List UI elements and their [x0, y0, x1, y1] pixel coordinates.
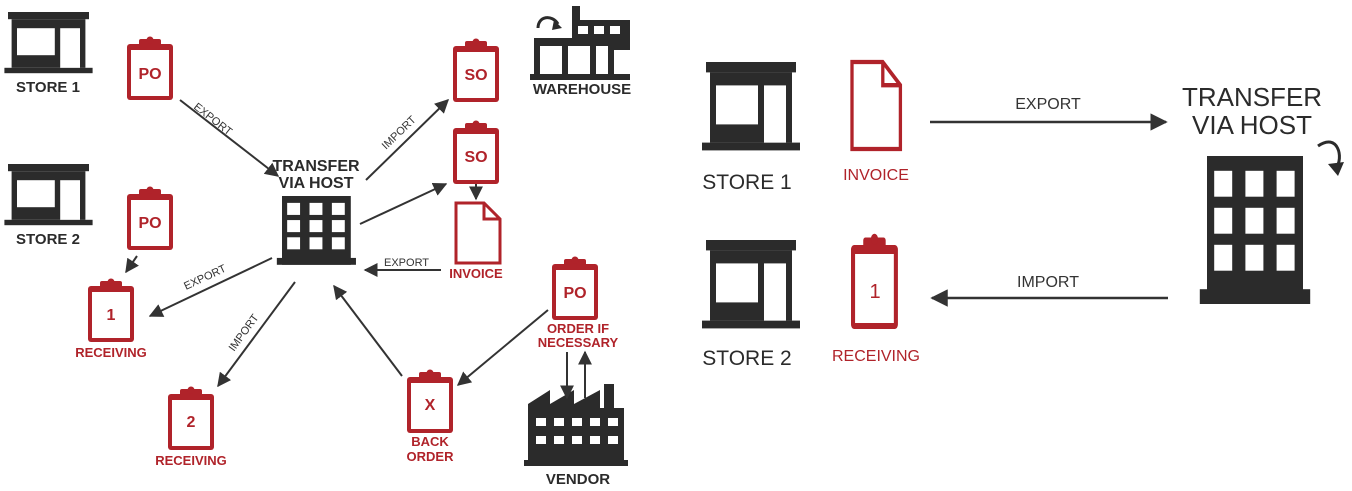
store-2-label: STORE 2	[16, 231, 80, 248]
arrow-host-to-so	[365, 99, 450, 181]
invoice-label: INVOICE	[449, 266, 503, 281]
backorder-mark: X	[425, 397, 436, 414]
right-receiving-number: 1	[869, 281, 880, 303]
rotate-arrow-icon	[1317, 140, 1344, 176]
right-store-1-label: STORE 1	[702, 171, 791, 194]
host-building-icon	[1199, 156, 1311, 304]
back-label-line-2: ORDER	[407, 449, 455, 464]
vendor-factory-icon	[524, 384, 628, 466]
receiving-2-label: RECEIVING	[155, 453, 227, 468]
host-building-icon	[276, 196, 356, 265]
right-host-label-line-1: TRANSFER	[1182, 82, 1322, 112]
right-diagram: STORE 1 STORE 2 INVOICE 1 RECEIVING TRAN…	[702, 62, 1344, 370]
receiving-1-label: RECEIVING	[75, 345, 147, 360]
back-label-line-1: BACK	[411, 434, 449, 449]
receiving-1-number: 1	[107, 307, 116, 324]
right-receiving-label: RECEIVING	[832, 348, 920, 365]
store-1-icon	[4, 12, 93, 74]
so-2-text: SO	[464, 149, 487, 166]
order-label-line-2: NECESSARY	[538, 335, 619, 350]
store-1-label: STORE 1	[16, 79, 80, 96]
vendor-label: VENDOR	[546, 471, 610, 488]
right-import-label: IMPORT	[1017, 274, 1079, 291]
po-3-text: PO	[563, 285, 586, 302]
store-2-icon	[4, 164, 93, 226]
right-host-label-line-2: VIA HOST	[1192, 110, 1312, 140]
receiving-2-number: 2	[187, 414, 196, 431]
store-2-icon	[702, 240, 800, 329]
so-1-text: SO	[464, 67, 487, 84]
right-export-label: EXPORT	[1015, 96, 1081, 113]
store-1-icon	[702, 62, 800, 151]
po-1-text: PO	[138, 66, 161, 83]
invoice-document-icon	[454, 201, 502, 265]
po-2-text: PO	[138, 215, 161, 232]
arrow-po-to-backorder	[456, 309, 549, 386]
warehouse-label: WAREHOUSE	[533, 81, 631, 98]
arrow-host-to-receiving-1	[148, 257, 273, 317]
left-diagram: STORE 1 STORE 2 PO PO 1 RECEIVING 2 RECE…	[4, 6, 631, 488]
host-label-line-2: VIA HOST	[279, 175, 354, 192]
export-label-invoice-host: EXPORT	[384, 257, 429, 269]
host-label-line-1: TRANSFER	[272, 158, 360, 175]
arrow-backorder-to-host	[333, 284, 403, 377]
export-label-po-host: EXPORT	[191, 101, 234, 138]
arrow-host-to-receiving-2	[217, 281, 296, 388]
warehouse-icon	[530, 6, 630, 80]
right-invoice-label: INVOICE	[843, 167, 909, 184]
order-label-line-1: ORDER IF	[547, 321, 609, 336]
invoice-document-icon	[852, 62, 900, 149]
arrow-po-to-receiving	[125, 255, 139, 274]
export-label-host-recv: EXPORT	[182, 263, 228, 293]
arrow-po-to-host	[179, 99, 280, 177]
right-store-2-label: STORE 2	[702, 347, 791, 370]
arrow-host-to-so-2	[359, 182, 448, 225]
